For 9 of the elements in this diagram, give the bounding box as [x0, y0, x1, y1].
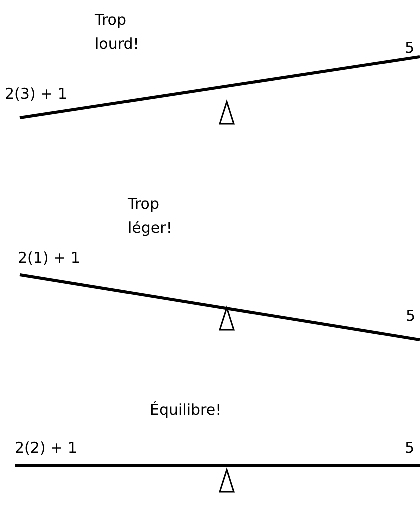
- expression-label: 2(1) + 1: [18, 248, 80, 269]
- annotation-text: Trop lourd!: [95, 10, 140, 55]
- annotation-text: Équilibre!: [150, 400, 222, 421]
- expression-label: 2(2) + 1: [15, 438, 78, 459]
- value-label: 5: [406, 306, 416, 327]
- annotation-text: Trop léger!: [128, 194, 174, 239]
- value-label: 5: [405, 438, 415, 459]
- value-label: 5: [405, 38, 415, 59]
- expression-label: 2(3) + 1: [5, 84, 68, 105]
